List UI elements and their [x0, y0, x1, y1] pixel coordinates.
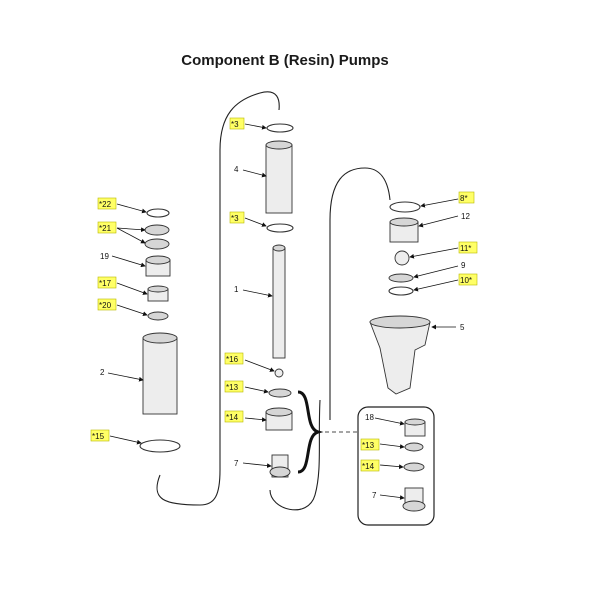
seal-13-inset: [404, 442, 424, 452]
callout-14: *14: [226, 413, 239, 422]
callout-2: 2: [100, 368, 105, 377]
callout-7: 7: [234, 459, 239, 468]
sleeve-18-top: [404, 418, 426, 426]
callout-4: 4: [234, 165, 239, 174]
diagram-title: Component B (Resin) Pumps: [181, 52, 389, 69]
seat-12-top: [389, 217, 419, 227]
ring-8: [389, 201, 421, 213]
callout-13: *13: [226, 383, 239, 392]
displacement-rod: [272, 247, 286, 359]
leader-lines: [107, 123, 459, 500]
connector-line-right: [269, 167, 391, 511]
ring-21b: [144, 238, 170, 250]
sleeve-2: [142, 337, 178, 415]
seal-20: [147, 311, 169, 321]
callout-19: 19: [100, 252, 109, 261]
bushing-14-inset: [403, 462, 425, 472]
callout-3-lower: *3: [231, 214, 239, 223]
callout-7-inset: 7: [372, 491, 377, 500]
callout-13-inset: *13: [362, 441, 375, 450]
ring-22: [146, 208, 170, 218]
callout-5: 5: [460, 323, 465, 332]
piston-7-base: [269, 466, 291, 478]
o-ring-15: [139, 439, 181, 453]
ball-16: [274, 368, 284, 378]
intake-housing-5-top: [369, 315, 431, 329]
callouts: *3 4 *3 1 *16 *13 *14 7 *22 *21 19 *17 *…: [90, 117, 478, 500]
callout-14-inset: *14: [362, 462, 375, 471]
callout-17: *17: [99, 279, 112, 288]
ring-10: [388, 286, 414, 296]
callout-3-top: *3: [231, 120, 239, 129]
callout-11: 11*: [460, 244, 471, 253]
piston-7-inset-base: [402, 500, 426, 512]
pump-cylinder: [265, 144, 293, 214]
rod-top: [272, 244, 286, 252]
o-ring-lower: [266, 223, 294, 233]
ring-9: [388, 273, 414, 283]
sleeve-2-top: [142, 332, 178, 344]
brace-bracket: [297, 390, 324, 474]
bushing-17-top: [147, 285, 169, 293]
ring-21a: [144, 224, 170, 236]
callout-12: 12: [461, 212, 470, 221]
callout-9: 9: [461, 261, 466, 270]
intake-housing-5: [369, 321, 431, 395]
callout-8: 8*: [460, 194, 468, 203]
callout-20: *20: [99, 301, 112, 310]
callout-10: 10*: [460, 276, 472, 285]
callout-21: *21: [99, 224, 112, 233]
bushing-14-top: [265, 407, 293, 417]
callout-15: *15: [92, 432, 105, 441]
callout-18: 18: [365, 413, 374, 422]
callout-22: *22: [99, 200, 112, 209]
callout-16: *16: [226, 355, 239, 364]
callout-1: 1: [234, 285, 239, 294]
pump-cylinder-top: [265, 140, 293, 150]
seal-13: [268, 388, 292, 398]
nut-19-top: [145, 255, 171, 265]
ball-11: [394, 250, 410, 266]
o-ring-top: [266, 123, 294, 133]
connector-line-left: [156, 91, 280, 506]
